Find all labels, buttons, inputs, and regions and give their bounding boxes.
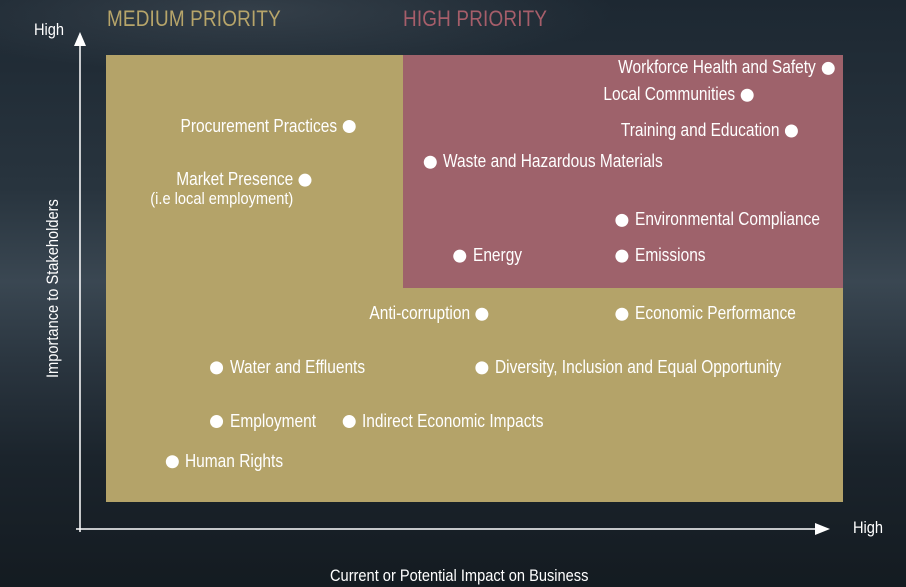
point-label-environmental-compliance: Environmental Compliance [635,209,820,229]
point-market-presence [298,173,312,187]
x-axis-high-label: High [853,518,884,537]
point-label-training-and-education: Training and Education [621,120,780,140]
point-label-text: Emissions [634,245,706,266]
point-environmental-compliance [615,213,629,227]
axes [74,32,830,535]
point-sublabel-text: (i.e local employment) [149,189,293,209]
point-label-text: Market Presence [175,169,293,190]
point-label-energy: Energy [473,245,522,265]
point-label-employment: Employment [230,411,316,431]
point-label-text: Waste and Hazardous Materials [443,151,663,172]
point-label-emissions: Emissions [635,245,706,265]
point-label-market-presence: Market Presence(i.e local employment) [150,169,293,209]
point-label-diversity-inclusion-and-equal-opportunity: Diversity, Inclusion and Equal Opportuni… [495,357,781,377]
point-label-text: Water and Effluents [229,356,365,377]
point-label-waste-and-hazardous-materials: Waste and Hazardous Materials [443,151,663,171]
point-human-rights [165,455,179,469]
point-energy [453,249,467,263]
point-label-procurement-practices: Procurement Practices [181,116,338,136]
point-label-text: Energy [472,245,522,266]
y-axis-high-label: High [34,20,65,39]
point-label-text: Indirect Economic Impacts [362,410,544,431]
point-label-text: Economic Performance [634,303,796,324]
medium-priority-label: MEDIUM PRIORITY [107,6,281,31]
y-axis-arrow [74,32,86,46]
point-training-and-education [784,124,798,138]
point-label-text: Workforce Health and Safety [618,57,817,78]
point-label-human-rights: Human Rights [185,451,283,471]
point-label-economic-performance: Economic Performance [635,303,796,323]
x-axis-arrow [815,523,830,535]
point-indirect-economic-impacts [342,415,356,429]
y-axis-title: Importance to Stakeholders [43,199,62,378]
point-label-indirect-economic-impacts: Indirect Economic Impacts [362,411,544,431]
point-label-workforce-health-and-safety: Workforce Health and Safety [619,57,817,77]
point-label-text: Anti-corruption [369,303,470,324]
point-water-and-effluents [210,361,224,375]
point-label-anti-corruption: Anti-corruption [369,303,470,323]
point-waste-and-hazardous-materials [423,155,437,169]
point-emissions [615,249,629,263]
high-priority-label: HIGH PRIORITY [403,6,548,31]
high-priority-region [403,55,843,288]
point-employment [210,415,224,429]
x-axis-title: Current or Potential Impact on Business [330,566,589,585]
point-label-text: Procurement Practices [180,115,338,136]
point-label-water-and-effluents: Water and Effluents [230,357,365,377]
point-label-text: Human Rights [185,450,284,471]
point-anti-corruption [475,307,489,321]
point-local-communities [740,88,754,102]
point-workforce-health-and-safety [821,61,835,75]
point-label-text: Diversity, Inclusion and Equal Opportuni… [494,356,782,377]
point-label-text: Local Communities [603,84,736,105]
point-label-text: Employment [229,410,316,431]
point-diversity-inclusion-and-equal-opportunity [475,361,489,375]
point-label-local-communities: Local Communities [604,84,736,104]
point-procurement-practices [342,120,356,134]
point-label-text: Training and Education [620,119,780,140]
point-label-text: Environmental Compliance [634,209,820,230]
point-economic-performance [615,307,629,321]
data-points [165,61,835,469]
